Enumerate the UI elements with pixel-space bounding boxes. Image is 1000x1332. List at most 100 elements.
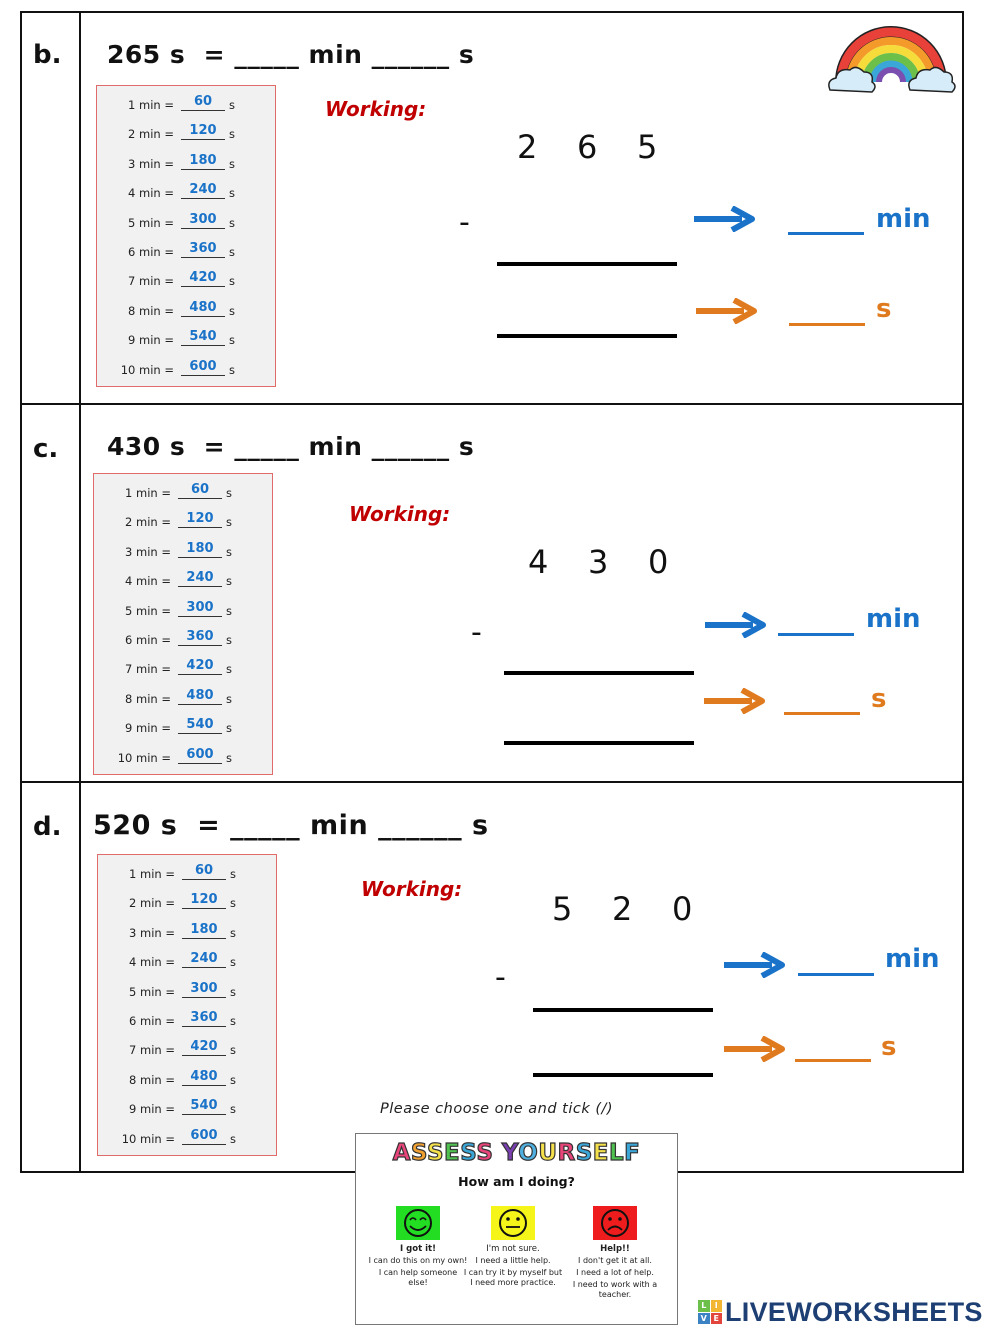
row-unit: s (226, 662, 232, 677)
row-answer: 600 (182, 1128, 226, 1145)
row-answer: 240 (182, 951, 226, 969)
option-line: I need a lot of help. (576, 1268, 654, 1277)
row-unit: s (226, 486, 232, 500)
minutes-answer-blank[interactable] (788, 232, 864, 235)
row-unit: s (230, 1072, 236, 1087)
row-answer: 600 (181, 359, 225, 376)
row-unit: s (229, 362, 235, 377)
row-answer: 120 (178, 511, 222, 529)
neutral-face-icon[interactable] (491, 1206, 535, 1240)
digit: 5 (552, 890, 573, 928)
row-unit: s (229, 245, 235, 259)
orange-arrow-icon (696, 298, 757, 324)
badge-letter: V (698, 1312, 710, 1324)
row-answer: 180 (181, 153, 225, 170)
minus-sign: - (459, 205, 470, 240)
row-unit: s (230, 955, 236, 970)
minutes-answer-blank[interactable] (798, 973, 874, 976)
row-answer: 540 (178, 717, 222, 735)
working-line (497, 334, 677, 338)
row-unit: s (230, 896, 236, 911)
brand-name: LIVEWORKSHEETS (725, 1296, 983, 1327)
title-letter: U (538, 1139, 558, 1166)
assess-title: ASSESS YOURSELF (356, 1139, 677, 1166)
option-line: I don't get it at all. (578, 1256, 652, 1265)
question-text: 265 s = _____ min ______ s (107, 40, 475, 69)
conversion-row: 10 min = 600 s (97, 359, 275, 379)
row-unit: s (226, 721, 232, 736)
digit: 0 (648, 543, 669, 581)
row-unit: s (230, 1102, 236, 1117)
title-letter: S (410, 1139, 427, 1166)
row-label: 8 min = (128, 303, 174, 318)
row-label: 4 min = (129, 955, 175, 970)
row-answer: 60 (182, 863, 226, 880)
row-answer: 360 (182, 1010, 226, 1027)
row-label: 4 min = (128, 186, 174, 201)
working-line (504, 671, 694, 675)
s-label: s (876, 294, 892, 324)
row-answer: 240 (181, 182, 225, 200)
title-letter: Y (501, 1139, 519, 1166)
sad-face-icon[interactable] (593, 1206, 637, 1240)
working-line (533, 1008, 713, 1012)
happy-face-icon[interactable] (396, 1206, 440, 1240)
seconds-answer-blank[interactable] (784, 712, 860, 715)
assess-option-got-it: I got it! I can do this on my own! I can… (368, 1244, 468, 1290)
blue-arrow-icon (694, 206, 755, 232)
digit: 2 (517, 128, 538, 166)
row-unit: s (229, 303, 235, 318)
row-unit: s (226, 750, 232, 765)
conversion-row: 4 min = 240 s (98, 951, 276, 971)
minus-sign: - (495, 960, 506, 995)
minutes-answer-blank[interactable] (778, 633, 854, 636)
title-letter: A (392, 1139, 411, 1166)
row-label: 4 min = (125, 574, 171, 589)
digit: 4 (528, 543, 549, 581)
column-divider (79, 11, 81, 1173)
question-letter: c. (33, 434, 59, 464)
row-answer: 180 (178, 541, 222, 558)
orange-arrow-icon (724, 1036, 785, 1062)
title-letter: S (575, 1139, 593, 1166)
working-line (504, 741, 694, 745)
working-label: Working: (349, 502, 451, 526)
row-answer: 120 (181, 123, 225, 141)
row-label: 6 min = (125, 633, 171, 647)
row-answer: 300 (178, 600, 222, 617)
row-answer: 60 (181, 94, 225, 111)
row-unit: s (230, 1131, 236, 1146)
row-label: 10 min = (120, 362, 174, 377)
option-heading: I'm not sure. (486, 1244, 540, 1254)
seconds-answer-blank[interactable] (789, 323, 865, 326)
seconds-answer-blank[interactable] (795, 1059, 871, 1062)
digit: 5 (637, 128, 658, 166)
min-label: min (876, 204, 931, 234)
row-answer: 600 (178, 747, 222, 764)
min-label: min (866, 604, 921, 634)
row-label: 7 min = (125, 662, 171, 677)
assess-instructions: Please choose one and tick (/) (380, 1101, 614, 1117)
row-unit: s (230, 1043, 236, 1058)
title-letter: E (592, 1139, 610, 1166)
option-line: I can try it by myself but I need more p… (463, 1268, 563, 1287)
row-unit: s (229, 127, 235, 142)
badge-letter: E (710, 1312, 722, 1324)
